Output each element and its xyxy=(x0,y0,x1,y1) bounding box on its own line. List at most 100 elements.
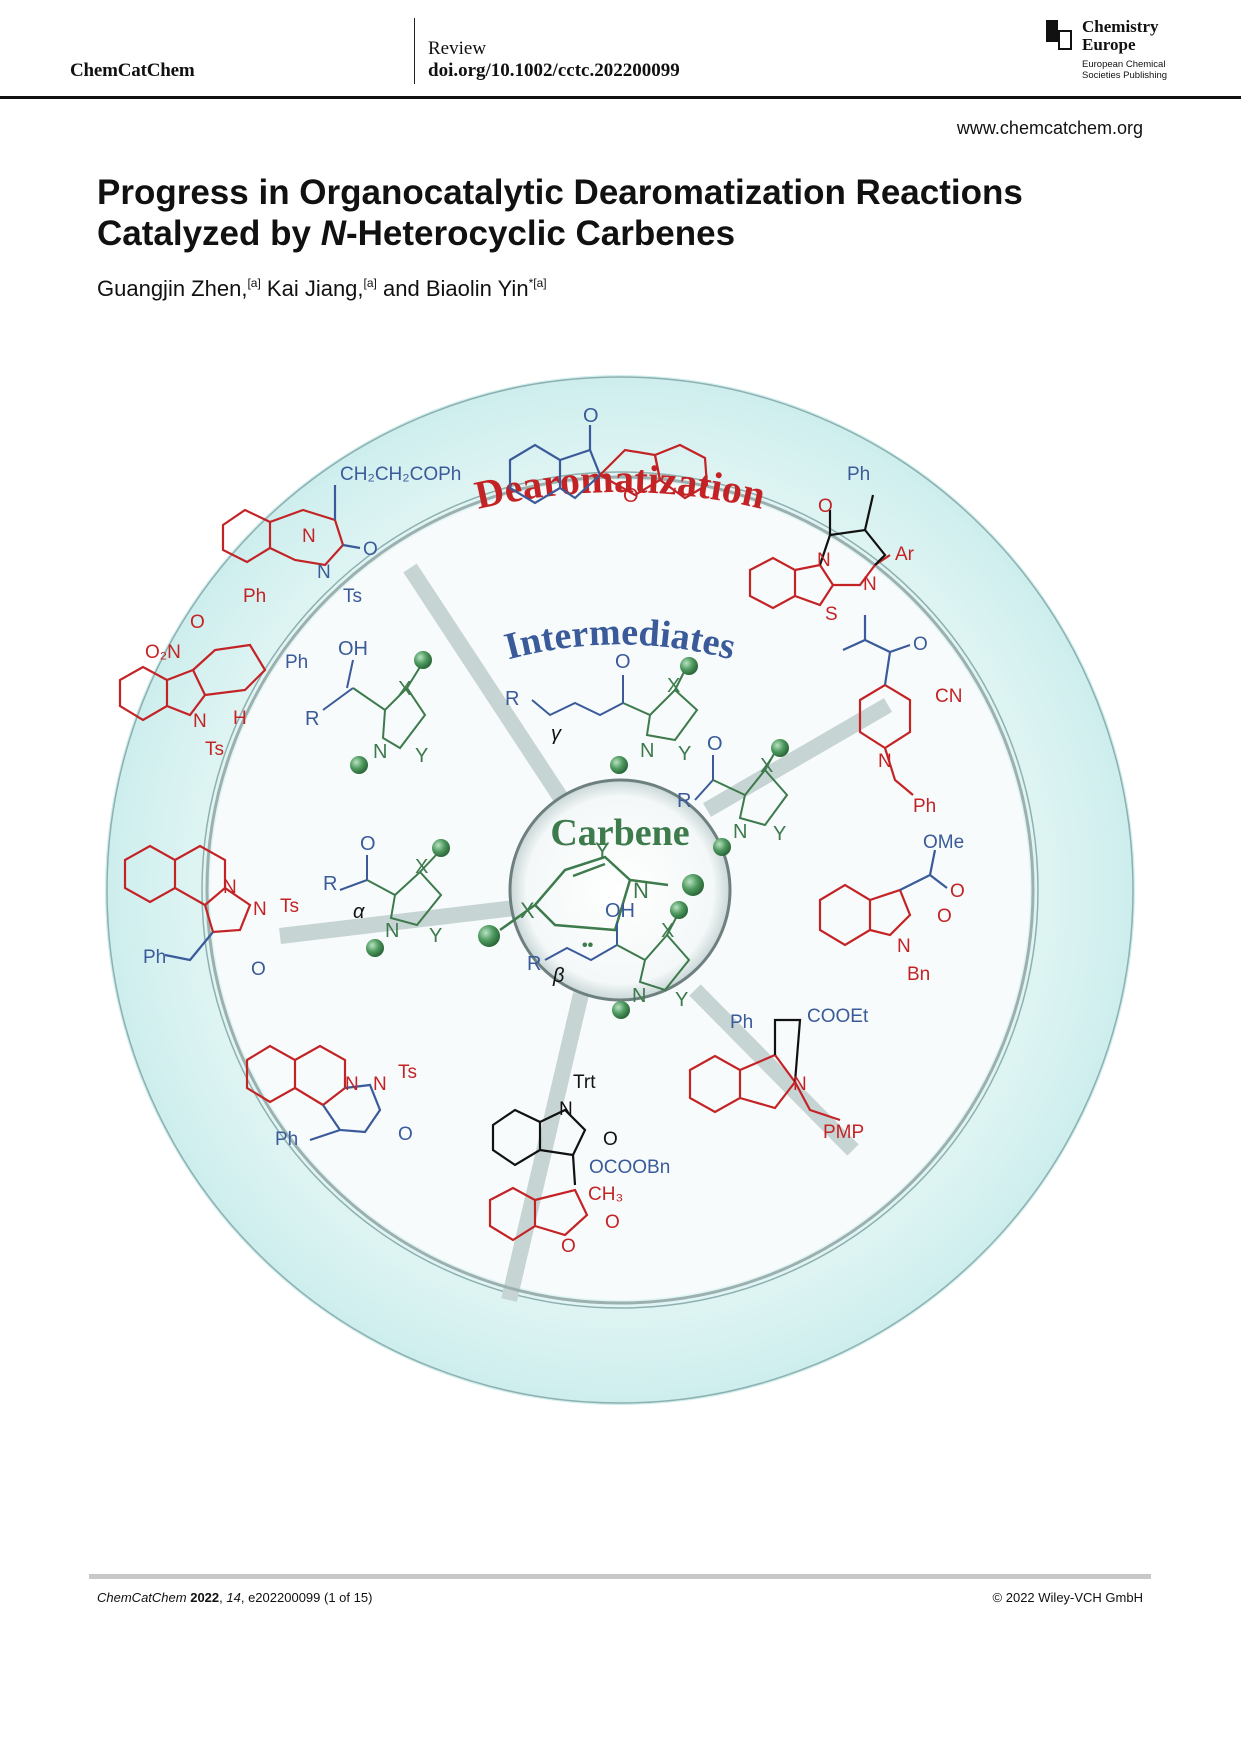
header-rule xyxy=(0,96,1241,99)
intermediate-gamma xyxy=(531,675,624,717)
product-label: O xyxy=(913,634,928,655)
product-benzothiazolopyrimidine xyxy=(748,554,891,610)
intermediate-label: Y xyxy=(415,745,428,767)
author-affiliation: *[a] xyxy=(528,276,547,290)
logo-line-3: European Chemical xyxy=(1082,59,1166,70)
intermediate-label: Y xyxy=(773,823,786,845)
product-label: O xyxy=(251,959,266,980)
product-label: O xyxy=(190,612,205,633)
product-label: N xyxy=(317,562,331,583)
product-label: N xyxy=(793,1074,807,1095)
product-label: O xyxy=(363,539,378,560)
intermediate-label: R xyxy=(527,953,541,975)
title-italic-n: N xyxy=(320,214,346,253)
product-label: Ts xyxy=(343,586,362,607)
product-label: CH₂CH₂COPh xyxy=(340,464,461,485)
intermediate-label: N xyxy=(385,920,399,942)
product-label: Trt xyxy=(573,1072,596,1093)
intermediate-label: α xyxy=(353,901,365,923)
intermediate-label: R xyxy=(677,790,691,812)
carbene-lone-pair: •• xyxy=(582,937,594,954)
product-label: O xyxy=(603,1129,618,1150)
product-label: OCOOBn xyxy=(589,1157,670,1178)
header-divider xyxy=(414,18,415,84)
product-label: CH₃ xyxy=(588,1184,623,1205)
intermediate-enol xyxy=(322,659,354,711)
product-label: O₂N xyxy=(145,642,181,663)
intermediate-label: N xyxy=(373,741,387,763)
product-label: Ph xyxy=(913,796,936,817)
intermediate-label: X xyxy=(760,755,773,777)
intermediate-label: N xyxy=(640,740,654,762)
product-oxindole xyxy=(818,883,912,947)
product-pyrazolo-isoquinoline xyxy=(123,844,252,934)
carbene-structure xyxy=(499,855,669,932)
journal-name: ChemCatChem xyxy=(70,60,195,81)
product-label: H xyxy=(233,708,247,729)
product-label: O xyxy=(583,405,599,427)
product-label: N xyxy=(345,1074,359,1095)
footer-year: 2022 xyxy=(190,1590,220,1605)
intermediate-label: O xyxy=(360,833,376,855)
intermediate-label: X xyxy=(415,856,428,878)
middle-ring-border xyxy=(201,471,1039,1309)
chemistry-europe-logo-icon xyxy=(1046,20,1072,50)
journal-website-link[interactable]: www.chemcatchem.org xyxy=(956,118,1143,138)
intermediate-label: OH xyxy=(605,900,635,922)
carbene-n-label: N xyxy=(633,878,649,903)
product-pyridazino-isoquinoline xyxy=(245,1044,347,1107)
footer-journal: ChemCatChem xyxy=(97,1590,187,1605)
product-label: N xyxy=(193,711,207,732)
product-label: O xyxy=(623,485,639,507)
product-label: CN xyxy=(935,686,962,707)
product-label: Ts xyxy=(398,1062,417,1083)
product-label: N xyxy=(863,574,877,595)
product-label: N xyxy=(253,899,267,920)
intermediate-label: X xyxy=(398,678,411,700)
footer-article-id: e202200099 (1 of 15) xyxy=(248,1590,373,1605)
author-list: Guangjin Zhen,[a] Kai Jiang,[a] and Biao… xyxy=(97,276,547,302)
product-label: O xyxy=(561,1236,576,1257)
product-oxindole-benzofuranone xyxy=(491,1108,587,1186)
product-nitro-indoline xyxy=(118,643,267,722)
product-label: Ph xyxy=(143,947,166,968)
product-label: O xyxy=(605,1212,620,1233)
publisher-logo: Chemistry Europe European Chemical Socie… xyxy=(1046,18,1176,84)
intermediate-label: O xyxy=(707,733,723,755)
substituent-ball xyxy=(682,874,704,896)
article-type: Review xyxy=(428,38,487,59)
footer-volume: 14 xyxy=(226,1590,241,1605)
intermediate-alpha xyxy=(339,855,368,891)
product-label: N xyxy=(559,1099,573,1120)
product-label: S xyxy=(825,604,838,625)
intermediate-beta xyxy=(544,922,618,962)
product-label: Bn xyxy=(907,964,930,985)
product-label: N xyxy=(302,526,316,547)
product-label: O xyxy=(398,1124,413,1145)
author-name[interactable]: Guangjin Zhen, xyxy=(97,276,248,301)
center-title-carbene: Carbene xyxy=(550,812,689,854)
product-label: Ph xyxy=(730,1012,753,1033)
intermediate-label: X xyxy=(661,920,674,942)
product-label: N xyxy=(897,936,911,957)
intermediate-label: N xyxy=(733,821,747,843)
product-label: N xyxy=(878,751,892,772)
product-label: Ph xyxy=(285,652,308,673)
article-title: Progress in Organocatalytic Dearomatizat… xyxy=(97,172,1157,254)
intermediate-label: OH xyxy=(338,638,368,660)
logo-line-4: Societies Publishing xyxy=(1082,70,1168,81)
intermediate-label: γ xyxy=(551,723,562,745)
doi-link[interactable]: doi.org/10.1002/cctc.202200099 xyxy=(428,60,680,81)
product-label: PMP xyxy=(823,1122,864,1143)
intermediate-label: R xyxy=(505,688,519,710)
product-label: O xyxy=(818,496,833,517)
carbene-x-label: X xyxy=(520,898,535,923)
product-label: Ar xyxy=(895,544,915,565)
graphical-abstract: Dearomatization Intermediates Carbene Y … xyxy=(105,375,1135,1405)
intermediate-label: Y xyxy=(429,925,442,947)
product-label: Ts xyxy=(280,896,299,917)
author-name[interactable]: and Biaolin Yin xyxy=(383,276,529,301)
product-label: OMe xyxy=(923,832,964,853)
author-name[interactable]: Kai Jiang, xyxy=(266,276,364,301)
product-label: COOEt xyxy=(807,1006,869,1027)
